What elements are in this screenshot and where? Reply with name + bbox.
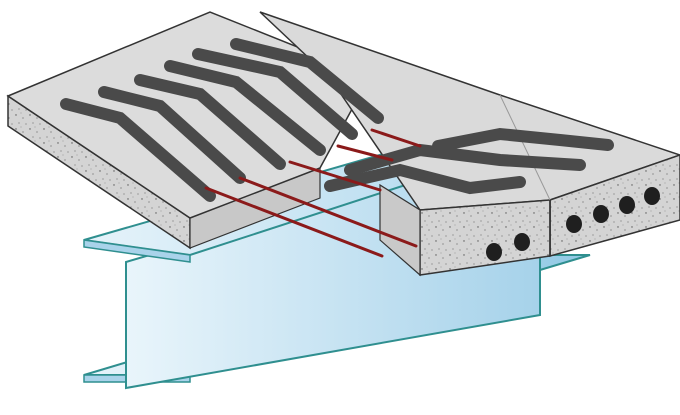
- rebars: [204, 128, 422, 258]
- core-holes: [486, 187, 660, 261]
- groove: [432, 127, 614, 152]
- core-hole: [486, 243, 502, 261]
- groove: [134, 74, 286, 170]
- rebar: [288, 160, 382, 192]
- groove: [344, 143, 586, 176]
- core-hole: [566, 215, 582, 233]
- slab-grooves: [60, 38, 614, 202]
- groove: [164, 60, 326, 156]
- core-hole: [593, 205, 609, 223]
- rebar: [370, 128, 422, 148]
- groove: [324, 163, 526, 195]
- rebar: [336, 144, 394, 162]
- groove: [230, 38, 384, 124]
- rebar: [238, 176, 418, 248]
- groove: [192, 48, 358, 140]
- core-hole: [644, 187, 660, 205]
- groove: [98, 86, 246, 184]
- rebar: [204, 186, 384, 258]
- core-hole: [514, 233, 530, 251]
- core-hole: [619, 196, 635, 214]
- groove: [60, 98, 216, 202]
